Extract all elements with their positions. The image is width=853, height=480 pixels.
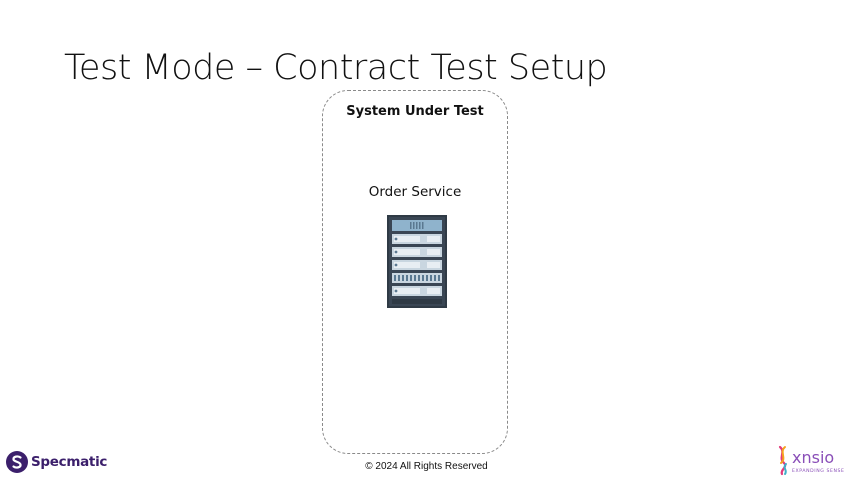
specmatic-logo-text: Specmatic (31, 454, 108, 470)
system-under-test-box: System Under Test Order Service (322, 90, 508, 454)
copyright-text: © 2024 All Rights Reserved (365, 461, 488, 472)
server-rack-icon (387, 215, 447, 308)
system-under-test-label: System Under Test (346, 104, 484, 119)
specmatic-logo: Specmatic (5, 450, 107, 474)
order-service-label: Order Service (368, 184, 462, 200)
slide-title: Test Mode – Contract Test Setup (64, 48, 608, 88)
svg-text:EXPANDING SENSE: EXPANDING SENSE (792, 468, 845, 474)
svg-text:xnsio: xnsio (792, 448, 834, 467)
xnsio-logo-icon: xnsio EXPANDING SENSE (778, 445, 845, 476)
specmatic-logo-icon (6, 451, 28, 473)
